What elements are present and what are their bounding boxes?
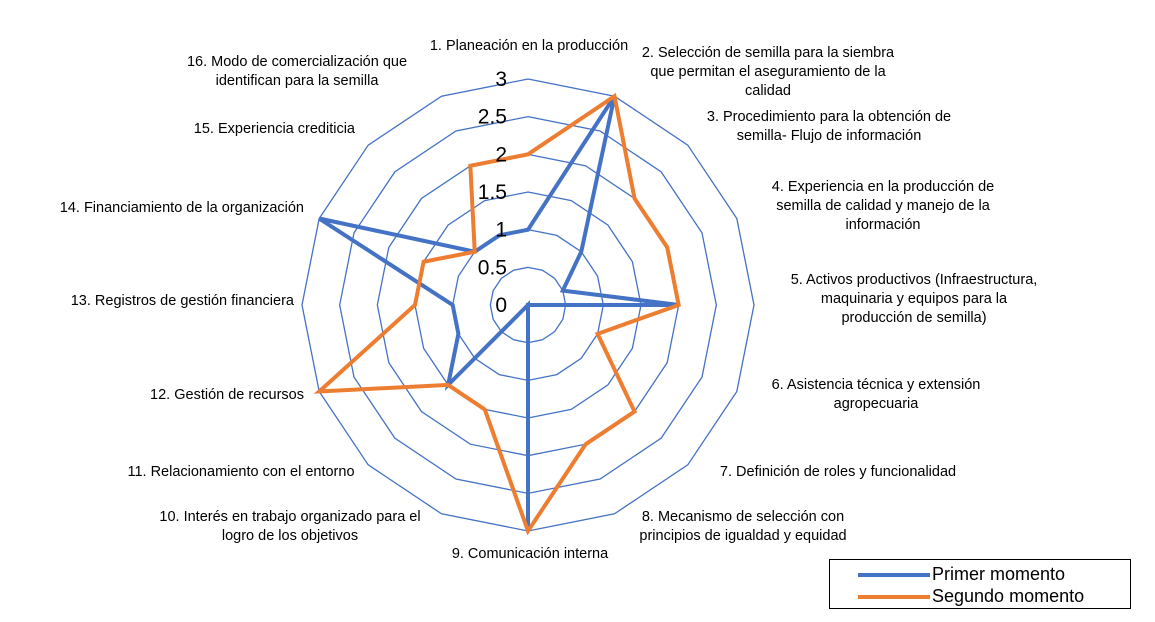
- category-label-13: 13. Registros de gestión financiera: [71, 293, 295, 309]
- radar-series: [313, 92, 681, 536]
- legend-swatch-segundo: [858, 595, 930, 599]
- category-label-5: 5. Activos productivos (Infraestructura,…: [791, 272, 1038, 326]
- radar-category-labels: 1. Planeación en la producción 2. Selecci…: [60, 38, 1038, 562]
- tick-label: 1: [495, 219, 507, 242]
- radar-tick-labels: 0 0.5 1 1.5 2 2.5 3: [478, 68, 507, 317]
- legend-swatch-primer: [858, 573, 930, 577]
- tick-label: 3: [495, 68, 507, 91]
- chart-legend: Primer momento Segundo momento: [829, 559, 1131, 609]
- category-label-1: 1. Planeación en la producción: [430, 38, 628, 54]
- series-line-1: [318, 95, 679, 531]
- category-label-15: 15. Experiencia crediticia: [194, 121, 356, 137]
- legend-label-segundo: Segundo momento: [932, 586, 1085, 606]
- tick-label: 1.5: [478, 181, 507, 204]
- tick-label: 2.5: [478, 106, 507, 129]
- category-label-11: 11. Relacionamiento con el entorno: [127, 464, 354, 480]
- legend-item-primer: Primer momento: [830, 562, 1130, 586]
- tick-label: 0.5: [478, 256, 507, 279]
- series-line-2: [313, 92, 681, 536]
- category-label-12: 12. Gestión de recursos: [150, 387, 304, 403]
- tick-label: 0: [495, 294, 507, 317]
- category-label-10: 10. Interés en trabajo organizado para e…: [159, 509, 420, 544]
- tick-label: 2: [495, 143, 507, 166]
- category-label-9: 9. Comunicación interna: [452, 546, 609, 562]
- category-label-7: 7. Definición de roles y funcionalidad: [720, 464, 956, 480]
- category-label-14: 14. Financiamiento de la organización: [60, 200, 304, 216]
- legend-item-segundo: Segundo momento: [830, 584, 1130, 608]
- legend-label-primer: Primer momento: [932, 564, 1066, 584]
